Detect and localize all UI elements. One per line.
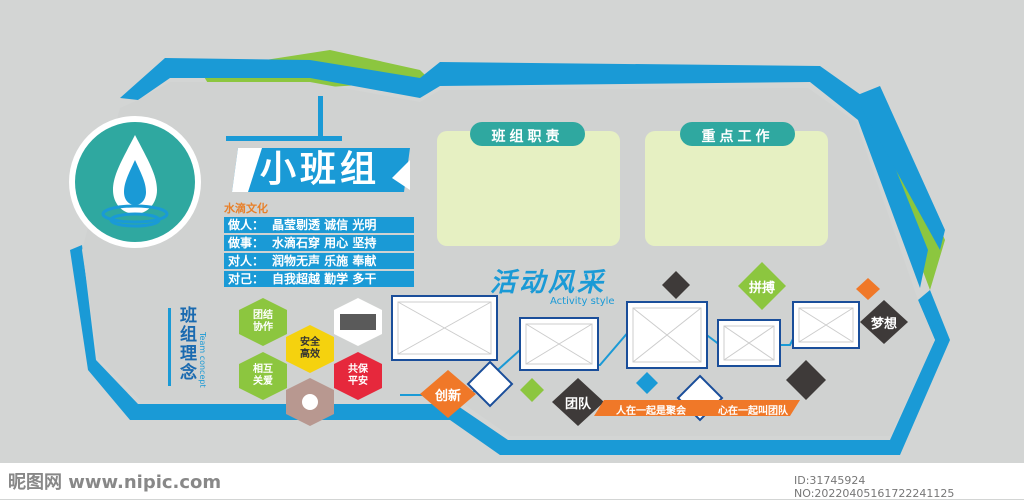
photo-frame-4 bbox=[717, 319, 781, 367]
photo-frame-5 bbox=[792, 301, 860, 349]
work-board bbox=[645, 122, 828, 246]
culture-row-2-text: 水滴石穿 用心 坚持 bbox=[272, 236, 377, 250]
culture-rows-bg bbox=[224, 217, 414, 287]
photo-frame-3 bbox=[626, 301, 708, 369]
tag-dream: 梦想 bbox=[870, 317, 897, 332]
title-banner bbox=[232, 148, 410, 192]
hex-label-2: 安全高效 bbox=[300, 337, 320, 360]
slogan-right: 心在一起叫团队 bbox=[718, 406, 788, 417]
culture-row-1-text: 晶莹剔透 诚信 光明 bbox=[272, 218, 377, 232]
concept-hexagons bbox=[239, 298, 382, 426]
culture-row-4-label: 对己： bbox=[228, 272, 265, 286]
tag-innovation: 创新 bbox=[434, 389, 461, 404]
slogan-bar bbox=[594, 400, 800, 416]
culture-row-3-text: 润物无声 乐施 奉献 bbox=[272, 254, 377, 268]
hex-label-3: 相互关爱 bbox=[253, 364, 273, 387]
concept-divider bbox=[168, 308, 171, 386]
concept-subtitle: Team concept bbox=[198, 332, 207, 388]
activity-subtitle: Activity style bbox=[550, 296, 615, 307]
hex-label-1: 团结协作 bbox=[253, 310, 273, 333]
watermark-left: 昵图网 www.nipic.com bbox=[8, 472, 222, 493]
title-banner-label: 小班组 bbox=[232, 147, 410, 193]
culture-heading: 水滴文化 bbox=[224, 202, 268, 215]
culture-row-2-label: 做事： bbox=[228, 236, 265, 250]
page-title: 小班组 bbox=[260, 149, 381, 190]
watermark-right: ID:31745924 NO:20220405161722241125 bbox=[794, 474, 955, 500]
photo-frame-2 bbox=[519, 317, 599, 371]
tag-strive: 拼搏 bbox=[748, 281, 775, 296]
tag-team: 团队 bbox=[564, 397, 591, 412]
photo-frame-1 bbox=[391, 295, 498, 361]
title-connector-bar bbox=[226, 136, 342, 141]
activity-diamonds bbox=[420, 262, 908, 426]
culture-row-4-text: 自我超越 勤学 多干 bbox=[272, 272, 377, 286]
concept-title: 班组理念 bbox=[176, 306, 196, 382]
water-drop-icon bbox=[101, 135, 169, 228]
slogan-left: 人在一起是聚会 bbox=[616, 406, 686, 417]
culture-row-1-label: 做人： bbox=[228, 218, 265, 232]
photo-frames bbox=[391, 295, 860, 371]
culture-row-3-label: 对人： bbox=[228, 254, 265, 268]
duty-board-title: 班组职责 bbox=[491, 129, 564, 145]
duty-board bbox=[437, 122, 620, 246]
work-board-title: 重点工作 bbox=[701, 129, 774, 145]
watermark-strip bbox=[0, 463, 1024, 499]
activity-title: 活动风采 bbox=[490, 268, 607, 298]
blue-frame-right-edge bbox=[855, 86, 945, 250]
title-connector bbox=[318, 96, 323, 140]
hex-label-4: 共保平安 bbox=[348, 364, 368, 387]
